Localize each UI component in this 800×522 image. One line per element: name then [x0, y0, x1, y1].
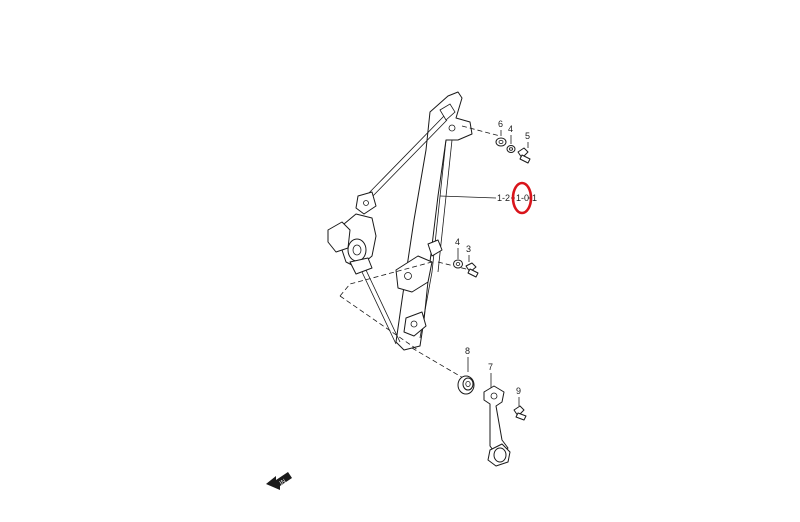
front-arrow-icon: [266, 472, 292, 490]
window-regulator-assembly: [327, 91, 501, 383]
callout-3: 3: [466, 244, 471, 254]
callout-4-lower: 4: [455, 237, 460, 247]
callout-7: 7: [488, 362, 493, 372]
callout-6: 6: [498, 119, 503, 129]
highlight-ring: [511, 181, 533, 215]
callout-8: 8: [465, 346, 470, 356]
upper-fasteners: 6 4 5: [495, 119, 531, 164]
callout-4-upper: 4: [508, 124, 513, 134]
handle-assembly: 8 7 9: [457, 346, 527, 467]
callout-1: 1: [532, 193, 537, 203]
direction-marker: IN: [266, 472, 292, 490]
direction-label: IN: [279, 479, 287, 487]
callout-9: 9: [516, 386, 521, 396]
lower-fasteners: 4 3: [453, 237, 479, 278]
callout-1-2: 1-2: [497, 193, 510, 203]
callout-5: 5: [525, 131, 530, 141]
callout-1-0: 1-0: [516, 193, 529, 203]
